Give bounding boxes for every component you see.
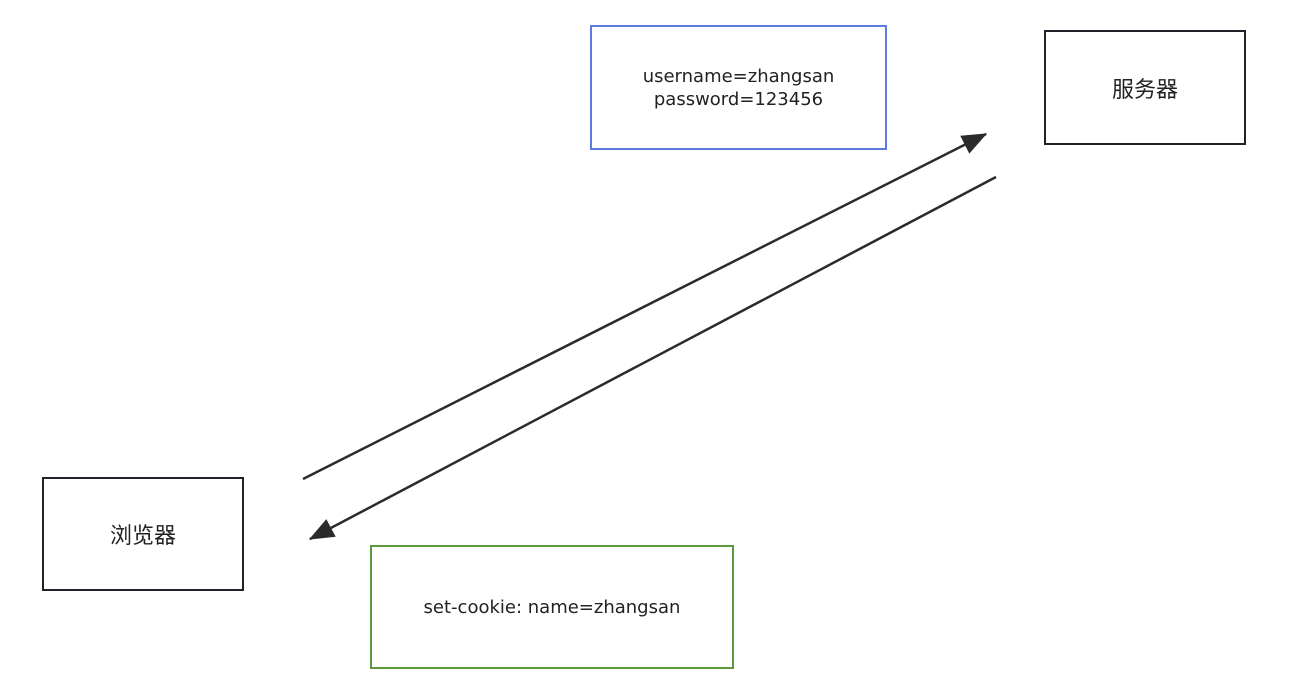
server-node: 服务器 (1044, 30, 1246, 145)
response-arrow (308, 175, 997, 541)
request-message-box: username=zhangsan password=123456 (590, 25, 887, 150)
response-cookie-line: set-cookie: name=zhangsan (423, 596, 681, 618)
request-username-line: username=zhangsan (642, 65, 835, 87)
browser-node: 浏览器 (42, 477, 244, 591)
browser-label: 浏览器 (109, 524, 176, 549)
request-arrow (302, 132, 988, 481)
server-label: 服务器 (1111, 77, 1178, 103)
request-password-line: password=123456 (653, 88, 824, 110)
response-message-box: set-cookie: name=zhangsan (370, 545, 734, 669)
